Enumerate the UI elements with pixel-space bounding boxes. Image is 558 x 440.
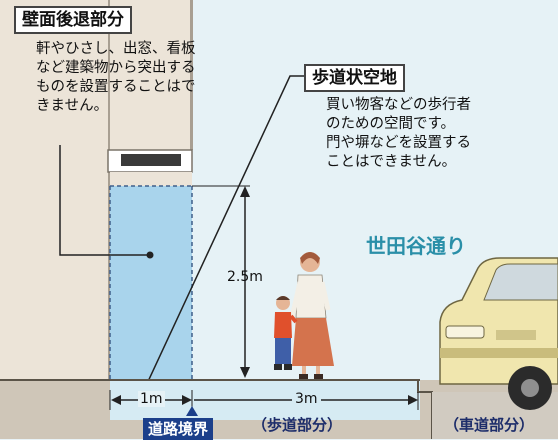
- sidewalk-space-line: 買い物客などの歩行者: [326, 97, 471, 113]
- setback-line: ものを設置することはで: [36, 79, 196, 95]
- setback-title: 壁面後退部分: [14, 6, 132, 34]
- sidewalk-space-line: のための空間です。: [326, 116, 456, 132]
- setback-leader-line: [59, 145, 150, 256]
- sidewalk-leader-line: [144, 75, 305, 389]
- setback-line: など建築物から突出する: [36, 60, 196, 76]
- setback-width-label: 1m: [138, 391, 165, 407]
- sidewalk-space-title: 歩道状空地: [304, 64, 405, 92]
- sidewalk-space-description: 買い物客などの歩行者 のための空間です。 門や塀などを設置する ことはできません…: [326, 96, 471, 172]
- road-boundary-label: 道路境界: [143, 418, 214, 440]
- street-name: 世田谷通り: [366, 234, 466, 258]
- car: [439, 257, 558, 410]
- setback-line: きません。: [36, 98, 109, 114]
- roadway-section-label: （車道部分）: [444, 416, 535, 434]
- setback-line: 軒やひさし、出窓、看板: [36, 41, 196, 57]
- road-boundary-arrow: [186, 406, 198, 416]
- setback-zone: [110, 186, 192, 380]
- sidewalk-space-line: ことはできません。: [326, 154, 457, 170]
- pedestrian-woman: [289, 252, 334, 379]
- sidewalk-section-label: （歩道部分）: [252, 416, 343, 434]
- sidewalk-width-label: 3m: [292, 391, 321, 407]
- height-label: 2.5m: [227, 269, 263, 285]
- pedestrian-child: [274, 296, 298, 370]
- setback-description: 軒やひさし、出窓、看板 など建築物から突出する ものを設置することはで きません…: [36, 40, 196, 116]
- building-wall: [0, 0, 110, 380]
- sidewalk-space-line: 門や塀などを設置する: [326, 135, 471, 151]
